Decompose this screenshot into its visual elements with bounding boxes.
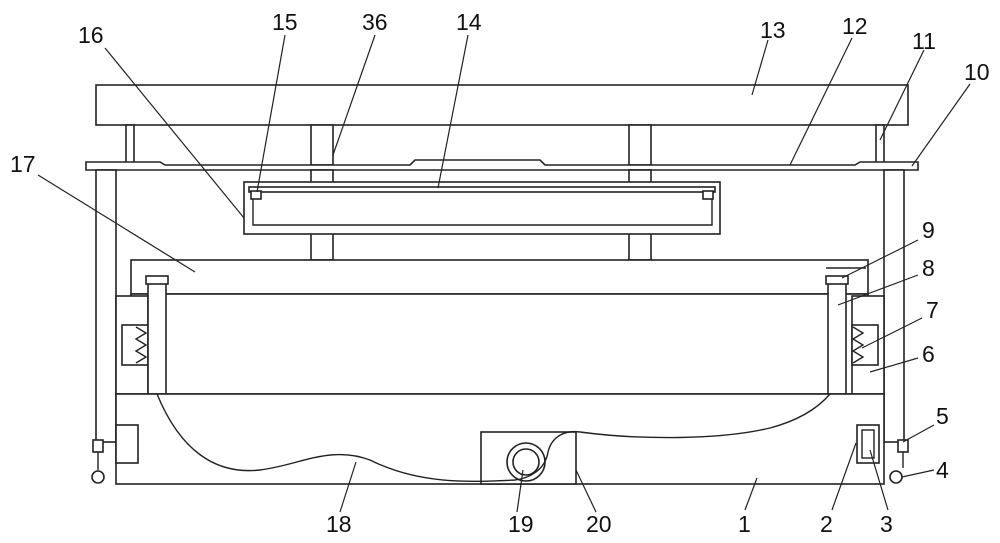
part-number-label: 4 (936, 457, 949, 483)
leader-4 (901, 469, 935, 478)
leader-1 (744, 477, 758, 511)
sensor-box-right (856, 424, 880, 464)
part-number-label: 10 (964, 59, 990, 85)
wheel-right (889, 470, 903, 484)
top-plate (95, 84, 909, 126)
mounting-plate (85, 159, 919, 171)
leader-19 (516, 469, 524, 513)
part-number-label: 17 (10, 151, 36, 177)
leader-lines (37, 34, 971, 513)
tray-clip-left (250, 190, 262, 200)
support-post-right (875, 124, 885, 166)
part-number-label: 6 (922, 341, 935, 367)
leader-17 (37, 174, 196, 273)
rod-left (92, 439, 104, 453)
clamp-block-left (147, 281, 167, 395)
leader-11 (879, 49, 925, 141)
part-number-label: 12 (842, 13, 868, 39)
leader-18 (339, 461, 357, 513)
leader-7 (861, 317, 923, 349)
part-number-label: 13 (760, 17, 786, 43)
part-number-label: 18 (326, 511, 352, 537)
part-number-label: 7 (926, 297, 939, 323)
part-number-label: 14 (456, 9, 482, 35)
leader-16 (104, 47, 245, 219)
leader-6 (869, 357, 919, 373)
part-number-label: 1 (738, 511, 751, 537)
spring-left (134, 326, 148, 364)
side-frame-right (883, 169, 905, 443)
spring-pocket-left (121, 324, 149, 366)
support-post-left (125, 124, 135, 166)
part-number-label: 36 (362, 9, 388, 35)
clamp-cap-right (825, 275, 849, 285)
part-number-label: 19 (508, 511, 534, 537)
center-column-right (628, 124, 652, 166)
spring-right (851, 326, 865, 364)
tray-clip-right (702, 190, 714, 200)
cable (156, 393, 831, 482)
reel-inner (512, 448, 540, 476)
leader-2 (831, 442, 857, 511)
clamp-block-right (827, 281, 847, 395)
slide-bar (248, 186, 716, 193)
part-number-label: 9 (922, 217, 935, 243)
part-number-label: 15 (272, 9, 298, 35)
sensor-box-right-inner (861, 429, 875, 459)
leader-13 (751, 39, 769, 96)
wheel-left (91, 470, 105, 484)
leader-10 (911, 83, 971, 167)
part-number-label: 20 (586, 511, 612, 537)
spring-pocket-right (851, 324, 879, 366)
main-board (130, 293, 869, 395)
sensor-box-left (115, 424, 139, 464)
clamp-cap-left (145, 275, 169, 285)
leader-5 (902, 424, 935, 443)
leader-15 (256, 34, 286, 193)
leader-9 (841, 239, 919, 279)
leader-8 (837, 274, 919, 306)
leader-20 (575, 469, 597, 513)
part-number-label: 2 (820, 511, 833, 537)
leader-3 (869, 449, 889, 511)
part-number-label: 5 (936, 403, 949, 429)
part-number-label: 3 (880, 511, 893, 537)
leader-36 (332, 34, 376, 156)
tray-inner-line (252, 199, 713, 226)
part-number-label: 11 (912, 28, 936, 54)
leader-14 (437, 34, 469, 189)
leader-12 (789, 37, 853, 166)
side-frame-left (95, 169, 117, 443)
cross-beam (130, 259, 869, 295)
center-column-left (310, 124, 334, 166)
part-number-label: 16 (78, 22, 104, 48)
part-number-label: 8 (922, 255, 935, 281)
